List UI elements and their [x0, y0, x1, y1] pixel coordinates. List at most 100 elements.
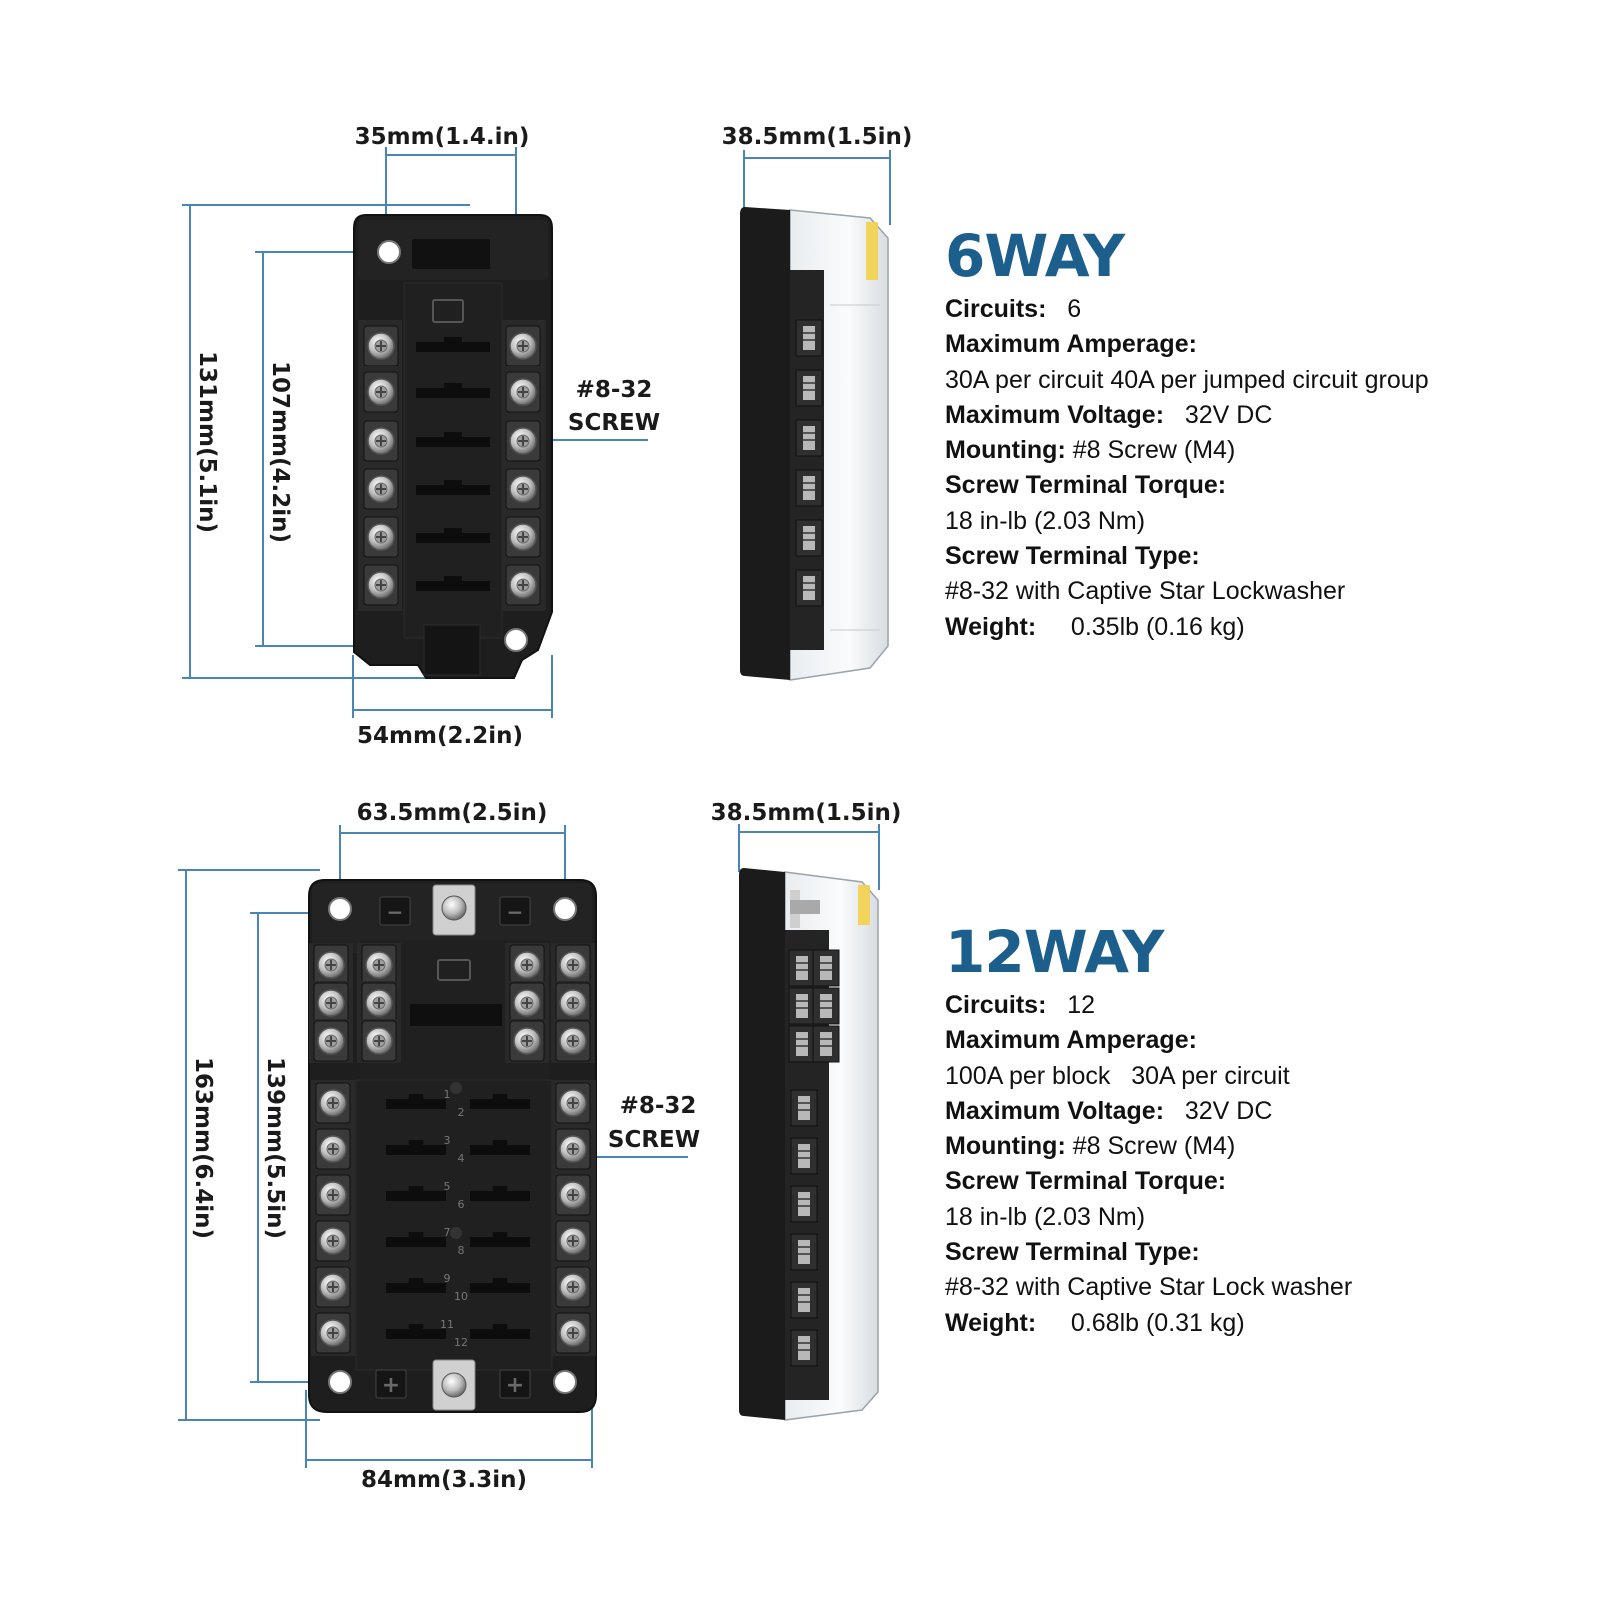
terminal-screw-icon — [315, 1266, 351, 1308]
product-title-6way: 6WAY — [945, 222, 1125, 290]
side-terminal-icon — [795, 319, 823, 357]
terminal-screw-icon — [313, 1020, 349, 1062]
spec-voltage: Maximum Voltage: 32V DC — [945, 1096, 1273, 1125]
bus-stud-icon — [441, 1372, 467, 1398]
fuse-number-label: 5 — [444, 1180, 451, 1193]
spec-terminal-type-label: Screw Terminal Type: — [945, 542, 1200, 571]
side-terminal-icon — [812, 1025, 840, 1063]
spec-torque-value: 18 in-lb (2.03 Nm) — [945, 1202, 1146, 1231]
terminal-screw-icon — [505, 564, 541, 606]
fuse-block-12way-side-view — [739, 868, 879, 1421]
spec-mounting: Mounting: #8 Screw (M4) — [945, 436, 1236, 465]
specs-12way: 12WAY Circuits: 12 Maximum Amperage: 100… — [945, 920, 1585, 1341]
bottom-dimension-lines — [178, 824, 880, 1468]
spec-amperage-value: 100A per block 30A per circuit — [945, 1061, 1290, 1090]
terminal-screw-icon — [555, 1020, 591, 1062]
terminal-screw-icon — [313, 982, 349, 1024]
side-terminal-icon — [790, 1281, 818, 1319]
terminal-screw-icon — [509, 1020, 545, 1062]
terminal-screw-icon — [313, 944, 349, 986]
bottom-width-dimension: 63.5mm(2.5in) — [357, 800, 548, 826]
side-terminal-icon — [790, 1233, 818, 1271]
spec-amperage-label: Maximum Amperage: — [945, 1026, 1197, 1055]
side-terminal-icon — [795, 469, 823, 507]
mounting-hole-icon — [504, 628, 528, 652]
fuse-slot — [416, 337, 490, 352]
terminal-screw-icon — [363, 564, 399, 606]
terminal-screw-icon — [315, 1220, 351, 1262]
side-terminal-icon — [788, 987, 816, 1025]
bottom-screw-label-line1: #8-32 — [620, 1093, 697, 1119]
fuse-number-label: 8 — [458, 1244, 465, 1257]
side-terminal-icon — [790, 1329, 818, 1367]
spec-voltage: Maximum Voltage: 32V DC — [945, 400, 1273, 429]
fuse-slot — [416, 383, 490, 398]
mounting-hole-icon — [377, 240, 401, 264]
fuse-slot — [386, 1094, 446, 1109]
fuse-slot — [416, 480, 490, 495]
fuse-number-label: 7 — [444, 1226, 451, 1239]
fuse-number-label: 2 — [458, 1106, 465, 1119]
top-bottom-width-dimension: 54mm(2.2in) — [357, 723, 523, 749]
fuse-slot — [386, 1278, 446, 1293]
terminal-screw-icon — [509, 982, 545, 1024]
bottom-height-dimension: 163mm(6.4in) — [190, 1057, 216, 1239]
mounting-hole-icon — [328, 1370, 352, 1394]
spec-amperage-label: Maximum Amperage: — [945, 330, 1197, 359]
fuse-number-label: 9 — [444, 1272, 451, 1285]
fuse-number-label: 1 — [444, 1088, 451, 1101]
fuse-slot — [386, 1140, 446, 1155]
terminal-screw-icon — [555, 1220, 591, 1262]
spec-weight: Weight: 0.35lb (0.16 kg) — [945, 612, 1245, 641]
fuse-slot — [470, 1278, 530, 1293]
terminal-screw-icon — [363, 516, 399, 558]
terminal-screw-icon — [361, 944, 397, 986]
spec-mounting: Mounting: #8 Screw (M4) — [945, 1132, 1236, 1161]
spec-weight: Weight: 0.68lb (0.31 kg) — [945, 1308, 1245, 1337]
side-terminal-icon — [790, 1185, 818, 1223]
fuse-slot — [386, 1324, 446, 1339]
fuse-number-label: 10 — [454, 1290, 468, 1303]
terminal-screw-icon — [555, 944, 591, 986]
side-terminal-icon — [812, 987, 840, 1025]
fuse-slot — [470, 1324, 530, 1339]
specs-6way: 6WAY Circuits: 6 Maximum Amperage: 30A p… — [945, 224, 1585, 645]
terminal-screw-icon — [555, 1128, 591, 1170]
terminal-screw-icon — [555, 1174, 591, 1216]
terminal-screw-icon — [555, 1082, 591, 1124]
terminal-screw-icon — [363, 371, 399, 413]
terminal-screw-icon — [363, 325, 399, 367]
spec-circuits: Circuits: 6 — [945, 295, 1082, 323]
fuse-number-label: 12 — [454, 1336, 468, 1349]
side-terminal-icon — [795, 569, 823, 607]
bottom-depth-dimension: 38.5mm(1.5in) — [711, 800, 902, 826]
fuse-block-6way-front-view — [353, 214, 553, 679]
terminal-screw-icon — [505, 371, 541, 413]
top-screw-label-line2: SCREW — [568, 410, 660, 436]
fuse-slot — [386, 1186, 446, 1201]
fuse-slot — [416, 432, 490, 447]
negative-polarity-label: − — [387, 900, 404, 924]
terminal-screw-icon — [361, 982, 397, 1024]
spec-terminal-type-label: Screw Terminal Type: — [945, 1238, 1200, 1267]
terminal-screw-icon — [505, 325, 541, 367]
side-terminal-icon — [788, 1025, 816, 1063]
bus-stud-icon — [441, 895, 467, 921]
bottom-hole-spacing-dimension: 139mm(5.5in) — [262, 1057, 288, 1239]
fuse-number-label: 11 — [440, 1318, 454, 1331]
top-screw-label-line1: #8-32 — [576, 377, 653, 403]
terminal-screw-icon — [361, 1020, 397, 1062]
bottom-screw-label-line2: SCREW — [608, 1127, 700, 1153]
terminal-screw-icon — [315, 1312, 351, 1354]
mounting-hole-icon — [553, 897, 577, 921]
terminal-screw-icon — [315, 1128, 351, 1170]
top-depth-dimension: 38.5mm(1.5in) — [722, 124, 913, 150]
mounting-hole-icon — [553, 1370, 577, 1394]
side-terminal-icon — [795, 369, 823, 407]
fuse-block-6way-side-view — [740, 207, 889, 681]
side-terminal-icon — [790, 1089, 818, 1127]
negative-polarity-label: − — [507, 900, 524, 924]
fuse-slot — [470, 1186, 530, 1201]
